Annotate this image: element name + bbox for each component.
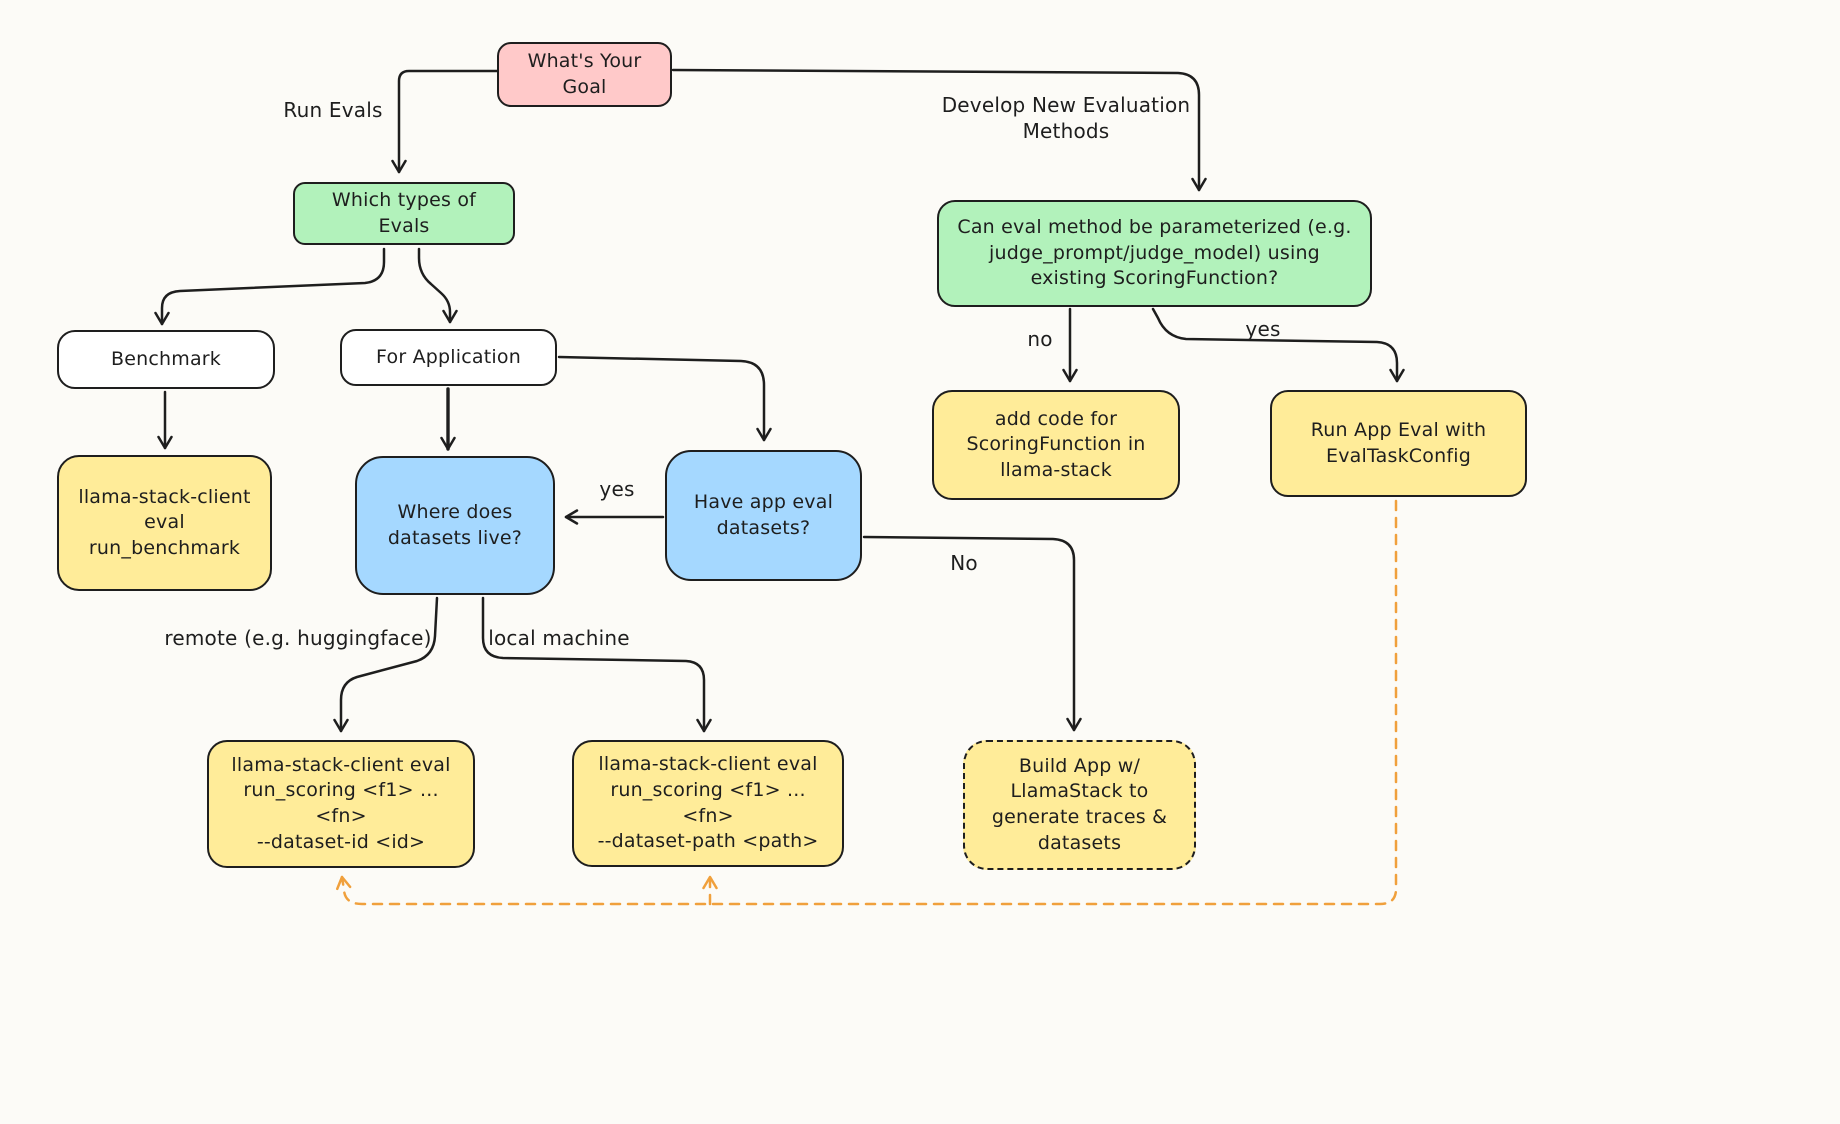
node-have-app-eval-datasets: Have app eval datasets?	[665, 450, 862, 581]
node-run-app-eval-with-evaltaskconfig-label: Run App Eval with EvalTaskConfig	[1310, 418, 1487, 467]
edge-label-no-parameterized: no	[1027, 327, 1053, 351]
edge-label-yes-have-datasets: yes	[599, 477, 635, 501]
edge-which-types-to-for-application	[417, 247, 458, 324]
node-which-types-of-evals: Which types of Evals	[293, 182, 515, 245]
edge-run-app-eval-dashed-to-run-scoring-id	[335, 499, 1398, 906]
node-which-types-of-evals-label: Which types of Evals	[331, 188, 477, 237]
edge-have-datasets-no-to-build-app	[862, 535, 1082, 732]
edge-param-question-yes-to-run-app-eval	[1151, 307, 1405, 383]
edge-label-develop-new-evaluation-methods: Develop New Evaluation Methods	[941, 93, 1191, 143]
node-build-app-with-llamastack-label: Build App w/ LlamaStack to generate trac…	[991, 754, 1168, 854]
node-for-application-label: For Application	[376, 345, 521, 368]
node-benchmark-label: Benchmark	[110, 347, 222, 370]
node-can-eval-method-be-parameterized-label: Can eval method be parameterized (e.g. j…	[957, 216, 1352, 290]
edge-label-yes-parameterized: yes	[1245, 317, 1281, 341]
node-run-benchmark-command: llama-stack-client eval run_benchmark	[57, 455, 272, 591]
node-run-scoring-dataset-path-command: llama-stack-client eval run_scoring <f1>…	[572, 740, 844, 867]
node-run-app-eval-with-evaltaskconfig: Run App Eval with EvalTaskConfig	[1270, 390, 1527, 497]
node-add-code-for-scoringfunction: add code for ScoringFunction in llama-st…	[932, 390, 1180, 500]
edge-where-datasets-remote-to-run-scoring-id	[333, 596, 439, 733]
node-whats-your-goal-label: What's Your Goal	[527, 49, 642, 98]
node-where-does-datasets-live: Where does datasets live?	[355, 456, 555, 595]
edge-label-no-have-datasets: No	[950, 551, 978, 575]
node-for-application: For Application	[340, 329, 557, 386]
edge-goal-to-which-types	[391, 69, 499, 174]
edge-where-datasets-local-to-run-scoring-path	[481, 596, 712, 733]
node-add-code-for-scoringfunction-label: add code for ScoringFunction in llama-st…	[966, 407, 1146, 481]
node-run-scoring-dataset-path-command-label: llama-stack-client eval run_scoring <f1>…	[597, 753, 819, 853]
node-run-scoring-dataset-id-command: llama-stack-client eval run_scoring <f1>…	[207, 740, 475, 868]
node-build-app-with-llamastack: Build App w/ LlamaStack to generate trac…	[963, 740, 1196, 870]
node-can-eval-method-be-parameterized: Can eval method be parameterized (e.g. j…	[937, 200, 1372, 307]
edge-label-local-machine: local machine	[488, 626, 630, 650]
edge-for-application-to-have-datasets	[557, 355, 772, 442]
node-run-scoring-dataset-id-command-label: llama-stack-client eval run_scoring <f1>…	[231, 753, 451, 853]
edge-goal-to-param-question	[671, 68, 1207, 192]
edge-label-remote-huggingface: remote (e.g. huggingface)	[164, 626, 432, 650]
node-whats-your-goal: What's Your Goal	[497, 42, 672, 107]
node-run-benchmark-command-label: llama-stack-client eval run_benchmark	[78, 485, 251, 559]
edge-which-types-to-benchmark	[154, 247, 386, 326]
node-where-does-datasets-live-label: Where does datasets live?	[387, 500, 523, 549]
edge-label-run-evals: Run Evals	[283, 98, 383, 122]
node-have-app-eval-datasets-label: Have app eval datasets?	[693, 490, 834, 539]
node-benchmark: Benchmark	[57, 330, 275, 389]
